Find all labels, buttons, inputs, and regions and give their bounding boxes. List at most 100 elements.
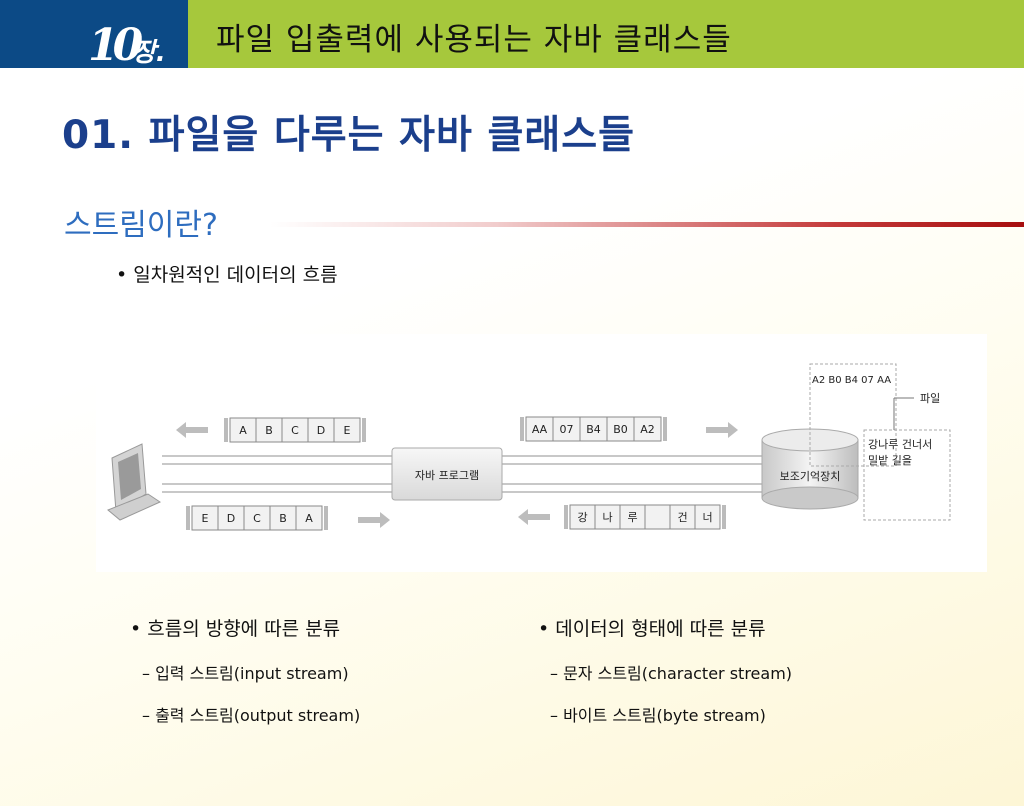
stream-cell-box — [307, 417, 335, 443]
stream-cell-label: C — [291, 424, 299, 437]
stream-cell: 루 — [619, 504, 646, 530]
output-stream-item: – 출력 스트림(output stream) — [142, 706, 361, 725]
strip-left-top: A B C D E — [224, 417, 366, 443]
stream-cell-box — [594, 504, 621, 530]
stream-cell: 07 — [552, 416, 581, 442]
stream-cell-box — [579, 416, 608, 442]
stream-cell-label: 건 — [677, 511, 687, 524]
chapter-suffix: 장. — [132, 38, 166, 68]
strip-right-top: AA 07 B4 B0 A2 — [520, 416, 667, 442]
stream-cell-label: 너 — [702, 511, 712, 524]
stream-cell: E — [191, 505, 219, 531]
strip-edge — [186, 506, 190, 530]
strip-edge — [663, 417, 667, 441]
slide-header: 10 장. 파일 입출력에 사용되는 자바 클래스들 — [0, 0, 1024, 68]
input-stream-item: – 입력 스트림(input stream) — [142, 664, 349, 683]
storage-cylinder-icon: 보조기억장치 — [761, 428, 859, 510]
stream-cell: AA — [525, 416, 554, 442]
stream-cell-box — [255, 417, 283, 443]
stream-cell: A — [295, 505, 323, 531]
file-text-line1: 강나루 건너서 — [868, 438, 932, 451]
header-band: 파일 입출력에 사용되는 자바 클래스들 — [188, 0, 1024, 68]
stream-cell: B4 — [579, 416, 608, 442]
stream-cell-label: A2 — [640, 423, 655, 436]
stream-cell: E — [333, 417, 361, 443]
stream-cell-label: E — [344, 424, 351, 437]
stream-cell-label: A — [239, 424, 247, 437]
stream-cell-label: 강 — [577, 511, 587, 524]
stream-cell-box — [669, 504, 696, 530]
stream-cell: 나 — [594, 504, 621, 530]
storage-label: 보조기억장치 — [780, 470, 841, 483]
file-hex: A2 B0 B4 07 AA — [812, 375, 891, 386]
stream-cell: 너 — [694, 504, 721, 530]
stream-cell-box — [694, 504, 721, 530]
stream-cell-label: C — [253, 512, 261, 525]
stream-cell: C — [243, 505, 271, 531]
page-title: 01. 파일을 다루는 자바 클래스들 — [62, 113, 635, 158]
section-title: 스트림이란? — [64, 208, 218, 243]
stream-cell-box — [281, 417, 309, 443]
stream-cell-box — [619, 504, 646, 530]
strip-edge — [564, 505, 568, 529]
strip-edge — [520, 417, 524, 441]
stream-cell-label: D — [317, 424, 325, 437]
stream-cell-label: 07 — [560, 423, 574, 436]
section-divider — [270, 222, 1024, 227]
stream-cell: 건 — [669, 504, 696, 530]
strip-edge — [722, 505, 726, 529]
stream-cell-box — [569, 504, 596, 530]
definition-bullet: • 일차원적인 데이터의 흐름 — [116, 264, 338, 286]
stream-cell — [644, 504, 671, 530]
java-program-label: 자바 프로그램 — [415, 469, 479, 482]
arrow-left-icon — [176, 422, 208, 438]
arrow-right-icon — [706, 422, 738, 438]
stream-cell-box — [333, 417, 361, 443]
stream-cell: B — [269, 505, 297, 531]
strip-edge — [362, 418, 366, 442]
file-label: 파일 — [920, 391, 940, 405]
stream-cell-box — [295, 505, 323, 531]
stream-cell: B — [255, 417, 283, 443]
java-program-box: 자바 프로그램 — [391, 447, 503, 501]
stream-cell: A2 — [633, 416, 662, 442]
direction-bullet: • 흐름의 방향에 따른 분류 — [130, 618, 341, 640]
stream-cell-box — [243, 505, 271, 531]
character-stream-item: – 문자 스트림(character stream) — [550, 664, 793, 683]
stream-cell-box — [633, 416, 662, 442]
stream-cell-box — [644, 504, 671, 530]
byte-stream-item: – 바이트 스트림(byte stream) — [550, 706, 766, 725]
stream-cell-label: 루 — [627, 511, 637, 524]
chapter-badge: 10 장. — [0, 0, 188, 68]
strip-edge — [224, 418, 228, 442]
computer-icon — [107, 443, 162, 521]
stream-cell-label: B — [279, 512, 287, 525]
stream-cell: A — [229, 417, 257, 443]
stream-cell-label: D — [227, 512, 235, 525]
stream-cell-label: 나 — [602, 511, 612, 524]
strip-edge — [324, 506, 328, 530]
stream-cell: D — [217, 505, 245, 531]
form-bullet: • 데이터의 형태에 따른 분류 — [538, 618, 766, 640]
stream-cell: D — [307, 417, 335, 443]
stream-cell: B0 — [606, 416, 635, 442]
stream-cell-box — [269, 505, 297, 531]
stream-cell-box — [191, 505, 219, 531]
stream-cell-label: B4 — [586, 423, 601, 436]
chapter-title: 파일 입출력에 사용되는 자바 클래스들 — [216, 22, 732, 58]
stream-cell-label: A — [305, 512, 313, 525]
stream-diagram: 자바 프로그램 보조기억장치 A2 B0 B4 07 AA 파일 강나루 건너서… — [96, 334, 987, 572]
stream-cell: 강 — [569, 504, 596, 530]
stream-cell-box — [525, 416, 554, 442]
stream-cell-label: B0 — [613, 423, 628, 436]
stream-cell: C — [281, 417, 309, 443]
chapter-number: 10 — [88, 20, 143, 68]
arrow-right-icon — [358, 512, 390, 528]
stream-cell-label: AA — [532, 423, 548, 436]
stream-cell-box — [606, 416, 635, 442]
file-text-line2: 밀밭 길을 — [868, 454, 912, 467]
stream-cell-label: E — [202, 512, 209, 525]
file-frame: A2 B0 B4 07 AA 파일 강나루 건너서 밀밭 길을 — [809, 363, 951, 521]
stream-cell-label: B — [265, 424, 273, 437]
